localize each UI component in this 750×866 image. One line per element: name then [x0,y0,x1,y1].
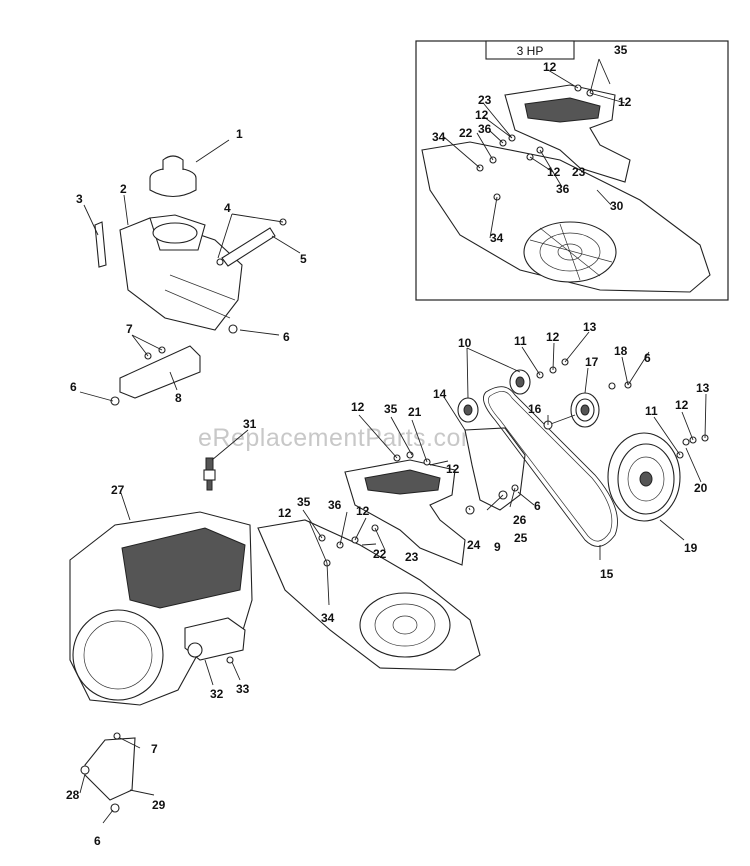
callout-33: 33 [236,682,250,696]
callout-12: 12 [546,330,560,344]
idler-pulley-17 [570,392,600,428]
callout-12: 12 [475,108,489,122]
callout-34: 34 [432,130,446,144]
inset-title-box [485,40,575,60]
callout-22: 22 [373,547,387,561]
inset-bracket-30 [504,84,631,183]
callout-12: 12 [446,462,460,476]
callout-28: 28 [66,788,80,802]
callout-31: 31 [243,417,257,431]
callout-34: 34 [490,231,504,245]
callout-9: 9 [494,540,501,554]
pulley-10-small [457,397,479,423]
callout-8: 8 [175,391,182,405]
leader-lines [79,58,707,824]
callout-12: 12 [547,165,561,179]
callout-23: 23 [405,550,419,564]
belt-guard [257,519,481,671]
callout-27: 27 [111,483,125,497]
spark-plug [203,457,216,491]
v-belt [483,386,618,547]
fuel-line [216,218,287,267]
callout-labels: 1 2 3 4 5 6 7 6 8 31 27 32 33 7 28 29 6 … [66,43,710,848]
callout-7: 7 [126,322,133,336]
callout-36: 36 [556,182,570,196]
callout-4: 4 [224,201,231,215]
gas-cap [149,155,197,198]
engine-mount-bracket [80,732,136,813]
callout-26: 26 [513,513,527,527]
callout-12: 12 [543,60,557,74]
callout-6: 6 [534,499,541,513]
callout-36: 36 [478,122,492,136]
callout-12: 12 [351,400,365,414]
callout-12: 12 [618,95,632,109]
callout-32: 32 [210,687,224,701]
engine [69,511,253,706]
inset-title: 3 HP [517,44,544,58]
callout-22: 22 [459,126,473,140]
fuel-tank [119,214,243,331]
callout-10: 10 [458,336,472,350]
callout-16: 16 [528,402,542,416]
callout-12: 12 [356,504,370,518]
tank-bracket [110,324,238,406]
callout-21: 21 [408,405,422,419]
inset-belt-guard [421,141,711,293]
callout-13: 13 [696,381,710,395]
tank-strap [94,221,107,268]
callout-6: 6 [644,351,651,365]
callout-11: 11 [645,404,658,418]
callout-29: 29 [152,798,166,812]
callout-17: 17 [585,355,599,369]
callout-5: 5 [300,252,307,266]
callout-15: 15 [600,567,614,581]
callout-6: 6 [283,330,290,344]
watermark: eReplacementParts.com [198,424,482,452]
callout-23: 23 [572,165,586,179]
callout-6: 6 [70,380,77,394]
callout-19: 19 [684,541,698,555]
pulley-19-large [607,432,681,522]
pulley-10-large [509,369,531,395]
callout-12: 12 [675,398,689,412]
callout-13: 13 [583,320,597,334]
callout-34: 34 [321,611,335,625]
callout-35: 35 [297,495,311,509]
callout-7: 7 [151,742,158,756]
callout-24: 24 [467,538,481,552]
callout-35: 35 [384,402,398,416]
callout-23: 23 [478,93,492,107]
center-hardware [318,451,431,567]
callout-25: 25 [514,531,528,545]
callout-30: 30 [610,199,624,213]
callout-12: 12 [278,506,292,520]
callout-14: 14 [433,387,447,401]
callout-11: 11 [514,334,527,348]
callout-18: 18 [614,344,628,358]
callout-2: 2 [120,182,127,196]
callout-6: 6 [94,834,101,848]
callout-3: 3 [76,192,83,206]
idler-bolt-16 [543,414,576,430]
callout-35: 35 [614,43,628,57]
mounting-bracket [344,459,466,566]
callout-20: 20 [694,481,708,495]
callout-36: 36 [328,498,342,512]
callout-1: 1 [236,127,243,141]
